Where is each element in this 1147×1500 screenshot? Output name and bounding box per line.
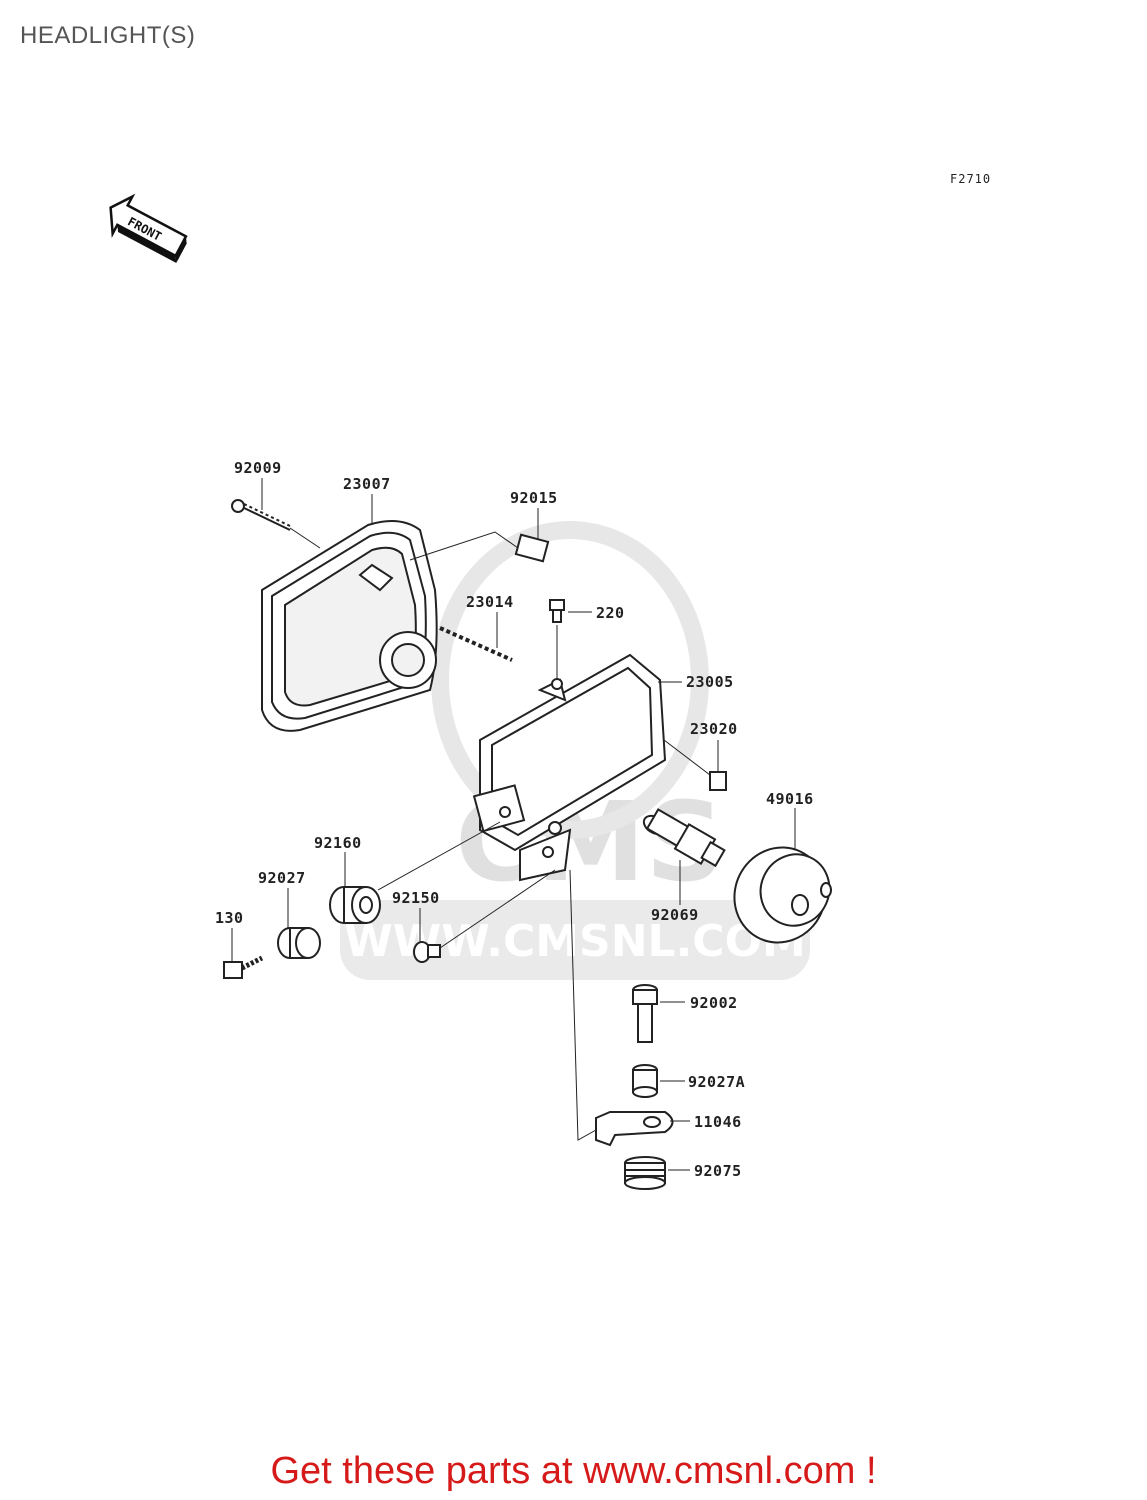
bulb-92069 [642,808,726,868]
clip-92015 [514,533,550,563]
part-label-92015: 92015 [510,489,558,507]
part-label-49016: 49016 [766,790,814,808]
part-label-92002: 92002 [690,994,738,1012]
part-label-23005: 23005 [686,673,734,691]
bolt-130 [223,955,264,979]
part-label-11046: 11046 [694,1113,742,1131]
spring-23014 [439,626,513,662]
page-title: HEADLIGHT(S) [20,22,196,49]
assembly-line [569,869,597,1141]
watermark-url: WWW.CMSNL.COM [344,916,806,967]
bracket-11046 [595,1111,674,1147]
leader-92015 [409,531,519,561]
part-label-23020: 23020 [690,720,738,738]
cover-49016 [733,846,832,944]
front-arrow-icon: FRONT [109,193,188,263]
part-label-92027: 92027 [258,869,306,887]
leader-lines [231,478,796,1171]
bolt-92002 [632,984,658,1043]
collar-92027 [277,927,321,959]
part-label-23007: 23007 [343,475,391,493]
clip-23020 [709,771,727,791]
part-label-92069: 92069 [651,906,699,924]
collar-92027A [632,1064,658,1098]
grommet-92075 [624,1156,666,1190]
headlight-unit [261,520,438,732]
part-label-23014: 23014 [466,593,514,611]
leader-92150 [439,869,556,949]
footer-link[interactable]: Get these parts at www.cmsnl.com ! [270,1450,877,1492]
screw-92150 [413,941,441,963]
part-label-130: 130 [215,909,244,927]
watermark-banner [340,900,810,980]
part-label-92027A: 92027A [688,1073,745,1091]
footer-cta[interactable]: Get these parts at www.cmsnl.com ! [0,1450,1147,1493]
bracket-23005 [472,653,667,882]
figure-code: F2710 [950,172,992,186]
part-label-220: 220 [596,604,625,622]
screw-92009 [231,499,321,549]
leader-92160-bracket [377,821,501,891]
leader-23020 [663,739,711,776]
part-label-92160: 92160 [314,834,362,852]
part-label-92150: 92150 [392,889,440,907]
screw-220 [549,599,565,680]
part-label-92009: 92009 [234,459,282,477]
grommet-92160 [329,886,381,924]
part-label-92075: 92075 [694,1162,742,1180]
